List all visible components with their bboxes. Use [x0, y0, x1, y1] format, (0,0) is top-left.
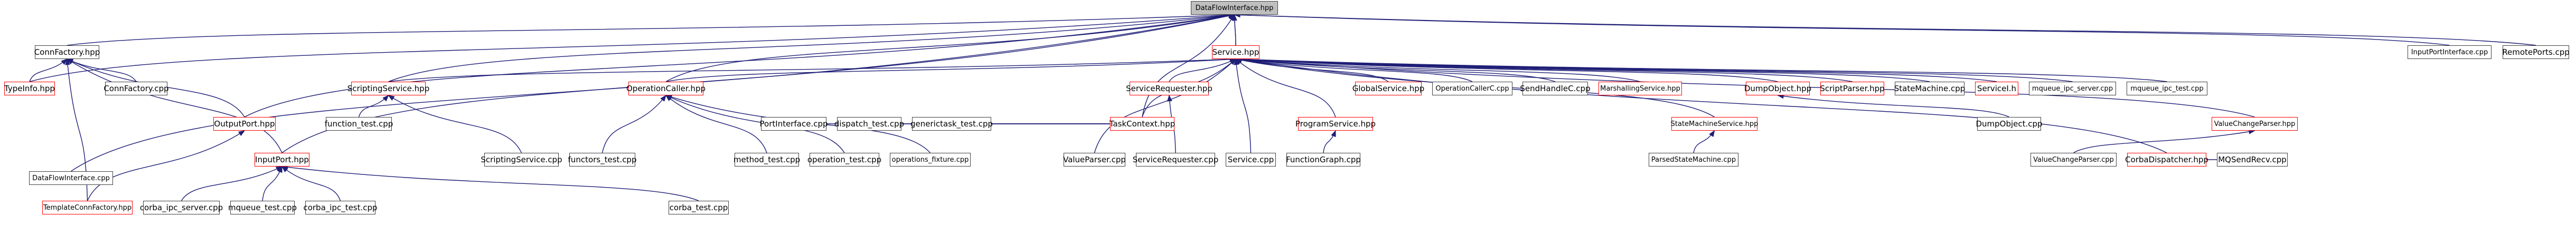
graph-node-portinterface-cpp[interactable]: PortInterface.cpp [760, 117, 828, 131]
graph-edge [1693, 130, 1715, 153]
graph-node-service-cpp[interactable]: Service.cpp [1226, 153, 1276, 167]
graph-edge [1235, 57, 1473, 82]
graph-edge [1235, 56, 1997, 82]
graph-edge [87, 130, 246, 201]
graph-node-remoteports-cpp[interactable]: RemotePorts.cpp [2502, 45, 2570, 59]
graph-node-mqueue-ipc-server-cpp[interactable]: mqueue_ipc_server.cpp [2029, 82, 2116, 95]
graph-edge [1777, 93, 2009, 118]
graph-node-operationcallerc-cpp[interactable]: OperationCallerC.cpp [1432, 82, 1512, 95]
graph-edge [66, 58, 283, 153]
graph-node-connfactory-hpp[interactable]: ConnFactory.hpp [34, 45, 100, 59]
graph-edge [388, 13, 1235, 82]
graph-node-functiongraph-cpp[interactable]: FunctionGraph.cpp [1286, 153, 1361, 167]
graph-node-taskcontext-hpp[interactable]: TaskContext.hpp [1110, 117, 1175, 131]
graph-node-method-test-cpp[interactable]: method_test.cpp [734, 153, 800, 167]
graph-node-statemachine-cpp[interactable]: StateMachine.cpp [1894, 82, 1965, 95]
graph-edge [66, 58, 137, 82]
graph-node-parsedstatemachine-cpp[interactable]: ParsedStateMachine.cpp [1649, 153, 1738, 167]
graph-node-dumpobject-cpp[interactable]: DumpObject.cpp [1976, 117, 2043, 131]
graph-edge [29, 13, 1235, 82]
graph-node-corbadispatcher-hpp[interactable]: CorbaDispatcher.hpp [2125, 153, 2208, 167]
graph-node-functors-test-cpp[interactable]: functors_test.cpp [568, 153, 636, 167]
graph-node-function-test-cpp[interactable]: function_test.cpp [325, 117, 393, 131]
graph-edge [1169, 58, 1237, 82]
graph-edge [67, 12, 1235, 46]
graph-edge [1235, 57, 1556, 82]
graph-edge [1235, 57, 2167, 153]
graph-node-generictask-test-cpp[interactable]: generictask_test.cpp [910, 117, 993, 131]
graph-node-mqsendrecv-cpp[interactable]: MQSendRecv.cpp [2217, 153, 2288, 167]
graph-edge [1235, 57, 1389, 82]
graph-edge [665, 13, 1235, 82]
graph-edge [1235, 56, 1853, 82]
graph-edge [1235, 56, 2167, 82]
graph-edge [281, 166, 341, 201]
graph-node-scriptingservice-cpp[interactable]: ScriptingService.cpp [481, 153, 562, 167]
graph-edge [29, 58, 68, 82]
graph-edge [281, 164, 699, 201]
graph-edge [71, 13, 1235, 172]
graph-node-corba-ipc-test-cpp[interactable]: corba_ipc_test.cpp [303, 201, 378, 214]
graph-node-scriptparser-hpp[interactable]: ScriptParser.hpp [1820, 82, 1885, 95]
graph-edge [601, 94, 666, 153]
graph-edge [1235, 56, 1778, 82]
graph-edge [1231, 14, 1237, 46]
graph-edge [1234, 58, 1252, 153]
graph-edge [1235, 56, 1930, 82]
graph-edge [1235, 58, 1336, 118]
graph-node-corba-ipc-server-cpp[interactable]: corba_ipc_server.cpp [140, 201, 223, 214]
graph-node-statemachineservice-hpp[interactable]: StateMachineService.hpp [1671, 117, 1758, 131]
graph-edge [665, 56, 1237, 82]
graph-edge [244, 13, 1235, 118]
graph-edge [2073, 129, 2255, 153]
graph-edge [1142, 14, 1235, 118]
graph-edge [388, 56, 1237, 82]
graph-node-mqueue-ipc-test-cpp[interactable]: mqueue_ipc_test.cpp [2127, 82, 2207, 95]
graph-edge [388, 95, 522, 153]
graph-edge [1234, 12, 2536, 46]
graph-node-programservice-hpp[interactable]: ProgramService.hpp [1295, 117, 1376, 131]
graph-node-operations-fixture-cpp[interactable]: operations_fixture.cpp [890, 153, 971, 167]
graph-node-corba-test-cpp[interactable]: corba_test.cpp [669, 201, 729, 214]
graph-node-typeinfo-hpp[interactable]: TypeInfo.hpp [4, 82, 55, 95]
graph-edge [1323, 130, 1336, 153]
graph-node-globalservice-hpp[interactable]: GlobalService.hpp [1352, 82, 1424, 95]
graph-edge [1235, 56, 2073, 82]
graph-node-dataflowinterface-cpp[interactable]: DataFlowInterface.cpp [29, 171, 113, 185]
graph-node-servicerequester-hpp[interactable]: ServiceRequester.hpp [1126, 82, 1212, 95]
graph-node-servicei-h[interactable]: ServiceI.h [1975, 82, 2018, 95]
graph-node-service-hpp[interactable]: Service.hpp [1212, 45, 1259, 59]
graph-node-valuechangeparser-hpp[interactable]: ValueChangeParser.hpp [2212, 117, 2298, 131]
graph-node-marshallingservice-hpp[interactable]: MarshallingService.hpp [1599, 82, 1682, 95]
graph-node-dumpobject-hpp[interactable]: DumpObject.hpp [1744, 82, 1811, 95]
graph-node-dataflowinterface-hpp[interactable]: DataFlowInterface.hpp [1191, 1, 1278, 15]
graph-edge [66, 58, 245, 118]
graph-edge [665, 94, 931, 153]
graph-node-scriptingservice-hpp[interactable]: ScriptingService.hpp [347, 82, 429, 95]
graph-node-mqueue-test-cpp[interactable]: mqueue_test.cpp [228, 201, 297, 214]
graph-edge [1235, 57, 1641, 82]
graph-node-operationcaller-hpp[interactable]: OperationCaller.hpp [626, 82, 706, 95]
graph-edge [181, 166, 283, 201]
graph-node-valuechangeparser-cpp[interactable]: ValueChangeParser.cpp [2030, 153, 2117, 167]
graph-edge [665, 95, 767, 153]
graph-edge [1094, 58, 1237, 153]
graph-node-outputport-hpp[interactable]: OutputPort.hpp [213, 117, 276, 131]
graph-node-inputportinterface-cpp[interactable]: InputPortInterface.cpp [2408, 45, 2492, 59]
graph-edge [358, 94, 389, 118]
graph-node-valueparser-cpp[interactable]: ValueParser.cpp [1063, 153, 1126, 167]
graph-edge [1234, 12, 2450, 46]
graph-node-operation-test-cpp[interactable]: operation_test.cpp [807, 153, 881, 167]
graph-edge [262, 165, 283, 201]
graph-node-sendhandlec-cpp[interactable]: SendHandleC.cpp [1520, 82, 1591, 95]
graph-node-inputport-hpp[interactable]: InputPort.hpp [255, 153, 309, 167]
graph-node-templateconnfactory-hpp[interactable]: TemplateConnFactory.hpp [42, 201, 133, 214]
graph-node-connfactory-cpp[interactable]: ConnFactory.cpp [104, 82, 169, 95]
graph-node-dispatch-test-cpp[interactable]: dispatch_test.cpp [834, 117, 904, 131]
graph-node-servicerequester-cpp[interactable]: ServiceRequester.cpp [1133, 153, 1218, 167]
